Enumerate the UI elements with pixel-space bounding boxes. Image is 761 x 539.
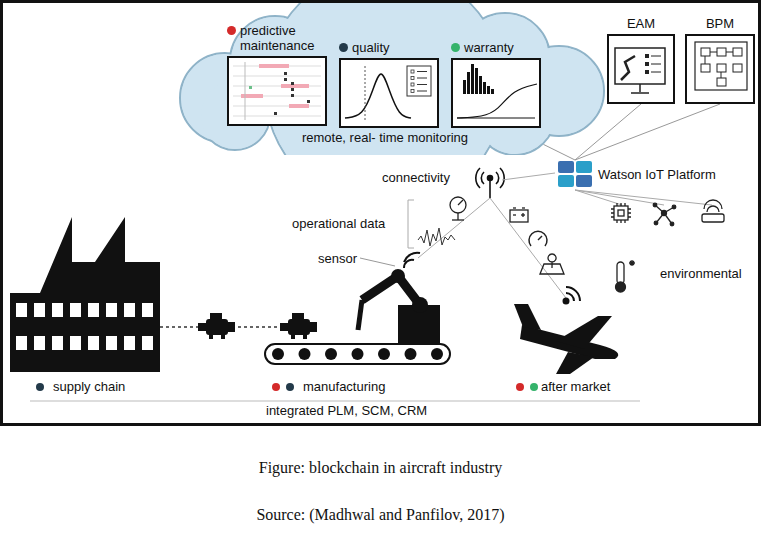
source-note: Source: (Madhwal and Panfilov, 2017): [0, 505, 761, 524]
frame: [2, 2, 760, 425]
panel-title: quality: [352, 40, 390, 55]
figure-caption: Figure: blockchain in aircraft industry: [0, 458, 761, 477]
panel-title: predictive maintenance: [240, 23, 324, 53]
region-title: remote, real- time monitoring: [255, 130, 515, 145]
flow-line: [160, 326, 198, 328]
status-dot: [227, 26, 236, 35]
robot-arm: [358, 253, 440, 343]
environment-label: environmental: [660, 266, 742, 281]
chart-icon: [341, 60, 437, 126]
panel-frame: [685, 34, 755, 104]
app-panel: BPM: [685, 16, 755, 104]
panel-frame: [339, 58, 439, 128]
chart-icon: [609, 36, 673, 102]
panel-title: warranty: [464, 40, 514, 55]
cloud-region: remote, real- time monitoring predictive …: [165, 3, 605, 155]
app-panel: EAM: [607, 16, 675, 104]
sensor-label: sensor: [318, 251, 357, 266]
stage-label: manufacturing: [303, 379, 385, 394]
panel-frame: [227, 56, 327, 126]
chart-icon: [687, 36, 753, 102]
battery-icon: [510, 208, 528, 222]
engine-icon: [280, 313, 317, 339]
flow-line: [238, 326, 278, 328]
watson-lines: [575, 190, 712, 205]
status-dot: [451, 43, 460, 52]
panel-title: BPM: [706, 16, 734, 31]
network-icon: [653, 203, 676, 226]
platform-icon: [557, 160, 593, 188]
chart-panel: predictive maintenance: [227, 23, 327, 126]
panel-title: EAM: [627, 16, 655, 31]
leader-line: [360, 258, 395, 266]
antenna-icon: [476, 168, 504, 198]
data-label: operational data: [292, 216, 385, 231]
gauge-icon: [450, 197, 466, 220]
integration-label: integrated PLM, SCM, CRM: [263, 403, 430, 418]
wifi-icon: [564, 287, 581, 304]
router-icon: [702, 200, 724, 222]
connectivity-label: connectivity: [382, 170, 450, 185]
conveyor: [265, 344, 450, 364]
waveform-icon: [418, 228, 455, 246]
stage-label: after market: [541, 379, 610, 394]
connector-line: [543, 144, 575, 160]
signal-lines: [408, 173, 566, 298]
factory: [10, 217, 160, 372]
integration-line: [30, 401, 640, 402]
chart-icon: [453, 60, 539, 126]
platform-name: Watson IoT Platform: [598, 167, 716, 182]
chart-panel: quality: [339, 40, 439, 128]
engine-icon: [198, 313, 235, 339]
thermometer-icon: [616, 260, 636, 292]
platform-node: Watson IoT Platform: [557, 160, 716, 188]
airplane: [514, 304, 618, 374]
status-dot: [339, 43, 348, 52]
panel-frame: [451, 58, 541, 128]
chart-icon: [229, 58, 325, 124]
map-icon: [540, 254, 564, 274]
speedometer-icon: [529, 231, 547, 246]
panel-frame: [607, 34, 675, 104]
chip-icon: [611, 203, 631, 223]
stage-label: supply chain: [53, 379, 125, 394]
chart-panel: warranty: [451, 40, 541, 128]
